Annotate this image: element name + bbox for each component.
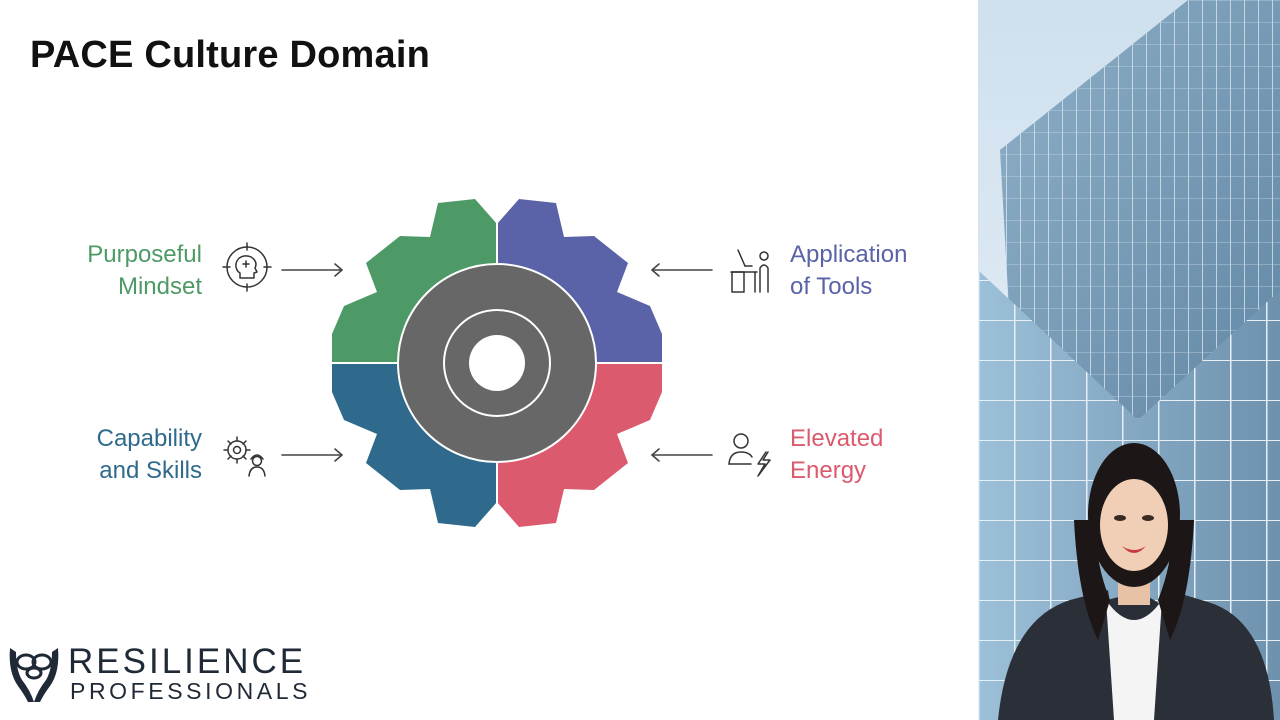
target-head-icon	[222, 242, 272, 292]
logo-text-resilience: RESILIENCE	[68, 642, 307, 681]
gear-center-hole	[469, 335, 525, 391]
arrow-purposeful-mindset	[281, 263, 343, 277]
slide-title: PACE Culture Domain	[30, 34, 431, 76]
person-lightning-icon	[728, 433, 771, 477]
label-application-of-tools: Application of Tools	[790, 239, 970, 303]
label-line: Application	[790, 241, 908, 268]
company-logo: RESILIENCE PROFESSIONALS	[6, 640, 307, 704]
desk-worker-icon	[730, 249, 769, 293]
label-line: Purposeful	[87, 241, 202, 268]
slide: PACE Culture Domain	[6, 34, 970, 704]
label-line: Capability	[96, 425, 202, 452]
gear-diagram	[222, 199, 771, 527]
logo-text-professionals: PROFESSIONALS	[70, 678, 312, 704]
label-capability-and-skills: Capability and Skills	[40, 423, 202, 487]
label-elevated-energy: Elevated Energy	[790, 423, 970, 487]
gear-person-icon	[223, 436, 266, 477]
arrow-elevated-energy	[651, 448, 713, 462]
label-line: Energy	[790, 457, 867, 484]
label-purposeful-mindset: Purposeful Mindset	[40, 239, 202, 303]
label-line: Mindset	[117, 273, 202, 300]
label-line: and Skills	[99, 457, 202, 484]
label-line: of Tools	[790, 273, 873, 300]
label-line: Elevated	[790, 425, 884, 452]
presenter-photo	[978, 0, 1280, 720]
gear-hub-ring	[443, 309, 551, 417]
presenter-video-panel	[978, 0, 1280, 720]
arrow-application-of-tools	[651, 263, 713, 277]
hands-mask-logo-icon	[9, 648, 59, 702]
arrow-capability-and-skills	[281, 448, 343, 462]
